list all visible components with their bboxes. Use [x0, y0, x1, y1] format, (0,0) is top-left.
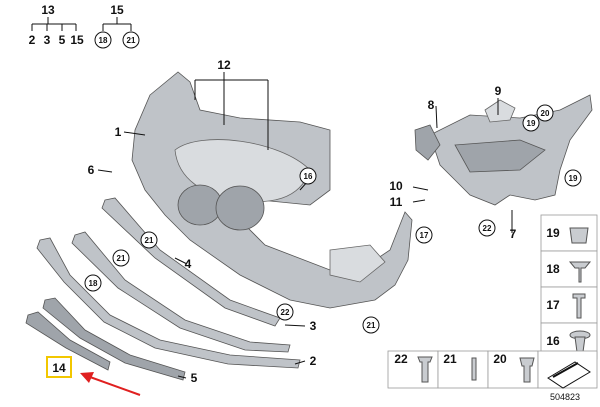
seal-icon [547, 361, 591, 389]
circled-20: 20 [541, 109, 550, 118]
fastener-grid-bottom: 22 21 20 [387, 350, 598, 389]
grid-17: 17 [546, 298, 560, 312]
grid-21: 21 [443, 352, 457, 366]
callout-2: 2 [310, 354, 317, 368]
callout-14: 14 [52, 361, 66, 375]
red-arrow-line [89, 376, 141, 396]
callout-10: 10 [389, 179, 403, 193]
fastener-grid-right: 19 18 17 16 [540, 214, 598, 360]
circled-21a: 21 [145, 236, 154, 245]
circled-16: 16 [304, 172, 313, 181]
screw-20-icon [519, 357, 535, 383]
right-bracket [414, 94, 593, 206]
group-13-label: 13 [41, 3, 55, 17]
image-code: 504823 [550, 392, 580, 402]
leader-lines [97, 72, 513, 379]
circled-19a: 19 [527, 119, 536, 128]
group-15-child-21: 21 [127, 36, 136, 45]
callouts: 1 2 3 4 5 6 7 8 9 10 11 12 [88, 58, 517, 385]
rivet-18-icon [568, 261, 592, 283]
circled-18: 18 [89, 279, 98, 288]
callout-7: 7 [510, 227, 517, 241]
callout-6: 6 [88, 163, 95, 177]
pin-21-icon [471, 357, 477, 381]
callout-8: 8 [428, 98, 435, 112]
lower-strips [25, 197, 301, 381]
red-arrow-head [80, 372, 94, 383]
screw-17-icon [572, 293, 586, 319]
group-13-tree: 13 2 3 5 15 [29, 3, 84, 47]
circled-19b: 19 [569, 174, 578, 183]
grid-22: 22 [394, 352, 408, 366]
grid-16: 16 [546, 334, 560, 348]
group-15-label: 15 [110, 3, 124, 17]
clip-19-icon [569, 227, 589, 244]
circled-17: 17 [420, 231, 429, 240]
circled-callouts: 16 17 18 19 19 20 21 21 21 22 22 [84, 104, 582, 334]
callout-5: 5 [191, 371, 198, 385]
group-13-child-5: 5 [59, 33, 66, 47]
callout-1: 1 [115, 125, 122, 139]
group-13-child-2: 2 [29, 33, 36, 47]
group-13-child-3: 3 [44, 33, 51, 47]
bumper-cover [131, 71, 413, 309]
grid-18: 18 [546, 262, 560, 276]
callout-11: 11 [390, 195, 403, 209]
grid-20: 20 [493, 352, 507, 366]
circled-22a: 22 [483, 224, 492, 233]
part-14-highlight: 14 [46, 356, 141, 396]
circled-21c: 21 [367, 321, 376, 330]
group-15-child-18: 18 [99, 36, 108, 45]
callout-12: 12 [217, 58, 231, 72]
pin-22-icon [417, 356, 433, 383]
callout-4: 4 [185, 257, 192, 271]
circled-21b: 21 [117, 254, 126, 263]
group-13-child-15: 15 [70, 33, 84, 47]
grid-19: 19 [546, 226, 560, 240]
circled-22b: 22 [281, 308, 290, 317]
callout-9: 9 [495, 84, 502, 98]
group-15-tree: 15 18 21 [94, 3, 140, 49]
callout-3: 3 [310, 319, 317, 333]
